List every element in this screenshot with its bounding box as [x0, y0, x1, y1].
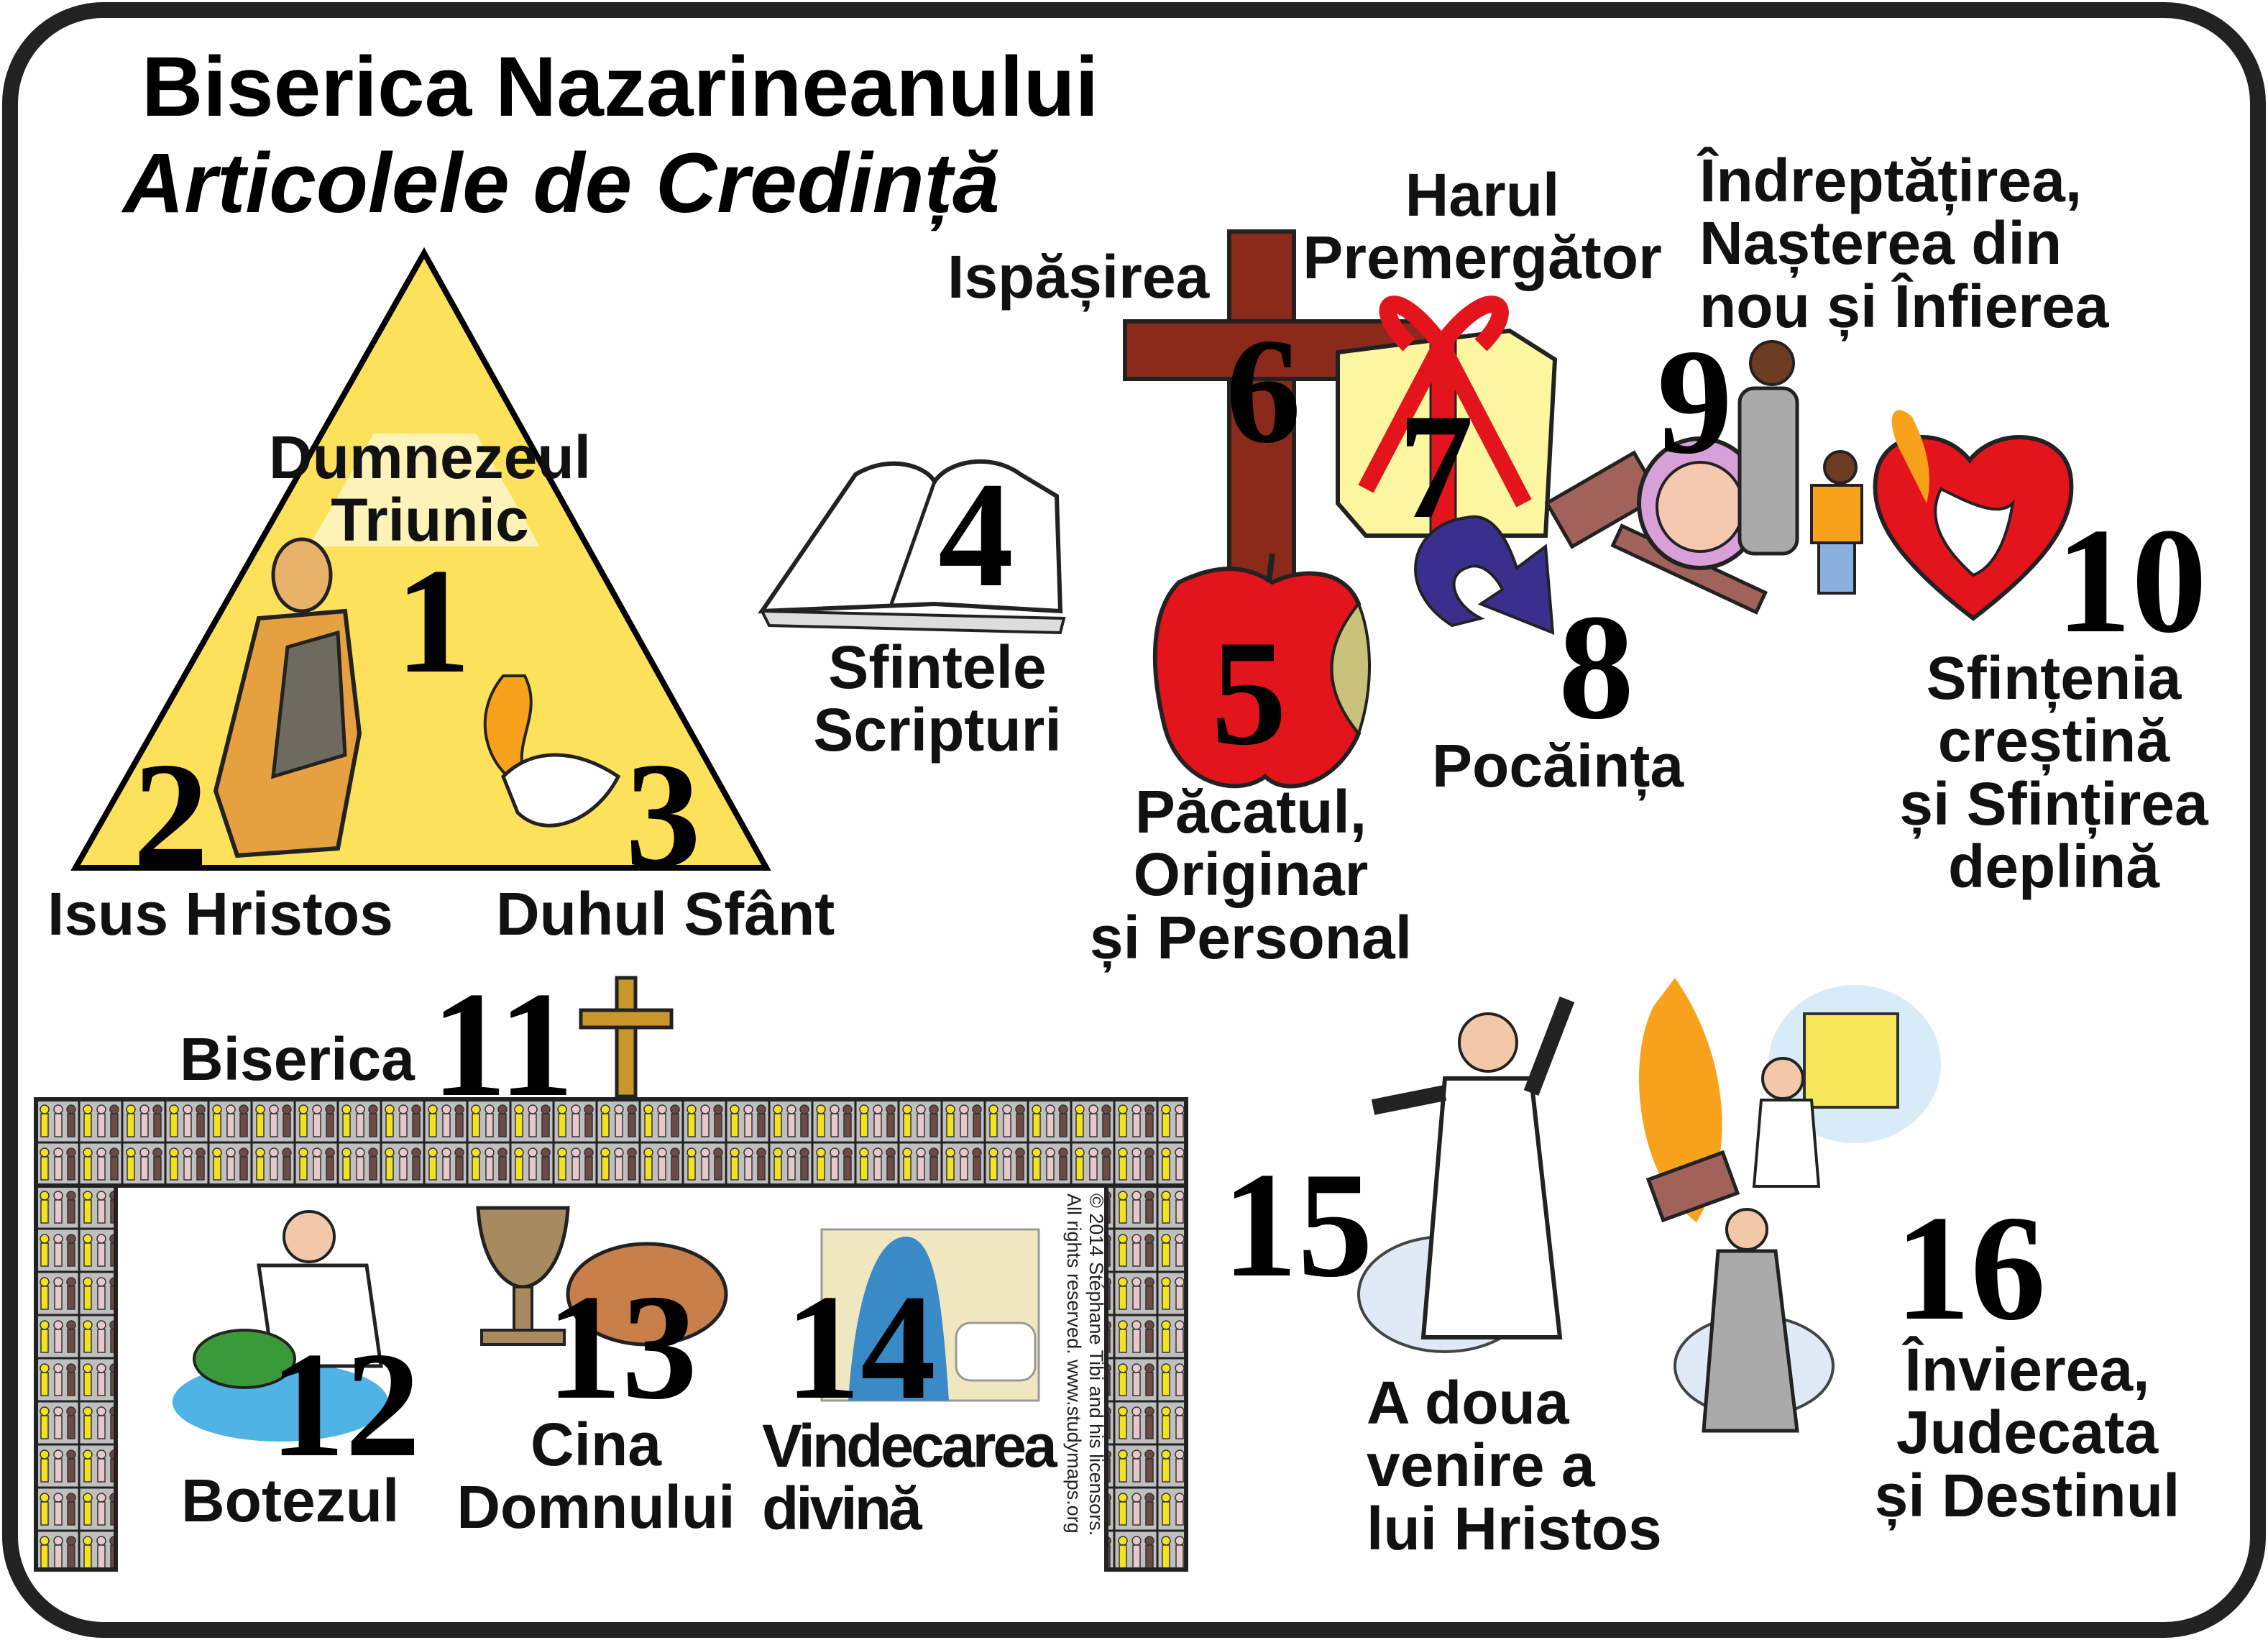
divine-healing-icon	[820, 1228, 1040, 1402]
number-3: 3	[625, 732, 701, 899]
title-line-2: Articolele de Credință	[123, 136, 1000, 231]
number-11: 11	[431, 961, 574, 1128]
bible-book-icon	[758, 459, 1066, 635]
jesus-praying-icon	[213, 537, 362, 858]
number-10: 10	[2056, 498, 2207, 664]
number-5: 5	[1211, 610, 1287, 777]
church-people-wall	[34, 1097, 1188, 1572]
number-4: 4	[938, 452, 1014, 618]
number-6: 6	[1226, 308, 1301, 475]
gift-box-icon	[1336, 296, 1558, 538]
holy-spirit-dove-icon	[483, 674, 621, 828]
label-2: Isus Hristos	[47, 880, 393, 948]
label-6: Ispășirea	[947, 243, 1210, 311]
repentance-arrow-icon	[1414, 515, 1555, 636]
number-16: 16	[1895, 1185, 2046, 1352]
father-and-child-icon	[1737, 340, 1863, 595]
number-1: 1	[395, 538, 471, 705]
communion-cup-bread-icon	[476, 1206, 728, 1347]
number-15: 15	[1222, 1142, 1373, 1309]
number-12: 12	[270, 1321, 421, 1488]
number-13: 13	[546, 1264, 697, 1431]
label-11: Biserica	[180, 1025, 415, 1093]
cross-icon	[1123, 229, 1429, 608]
label-3: Duhul Sfânt	[496, 880, 835, 948]
resurrection-judgment-icon	[1639, 978, 1941, 1433]
number-2: 2	[133, 732, 208, 899]
number-9: 9	[1657, 319, 1732, 485]
copyright-notice: © 2014 Stéphane Tibi and his licensors.A…	[1062, 1194, 1107, 1536]
heart-flame-dove-icon	[1873, 410, 2074, 621]
number-7: 7	[1398, 383, 1474, 550]
bitten-apple-icon	[1152, 553, 1371, 789]
church-cross-icon	[579, 976, 674, 1099]
label-8: Pocăința	[1432, 732, 1684, 800]
baptism-icon	[173, 1210, 388, 1442]
second-coming-jesus-icon	[1357, 997, 1575, 1353]
number-14: 14	[785, 1264, 936, 1431]
newborn-baby-icon	[1637, 436, 1763, 570]
label-12: Botezul	[181, 1467, 400, 1534]
number-8: 8	[1558, 584, 1634, 751]
title-line-1: Biserica Nazarineanului	[142, 40, 1099, 134]
